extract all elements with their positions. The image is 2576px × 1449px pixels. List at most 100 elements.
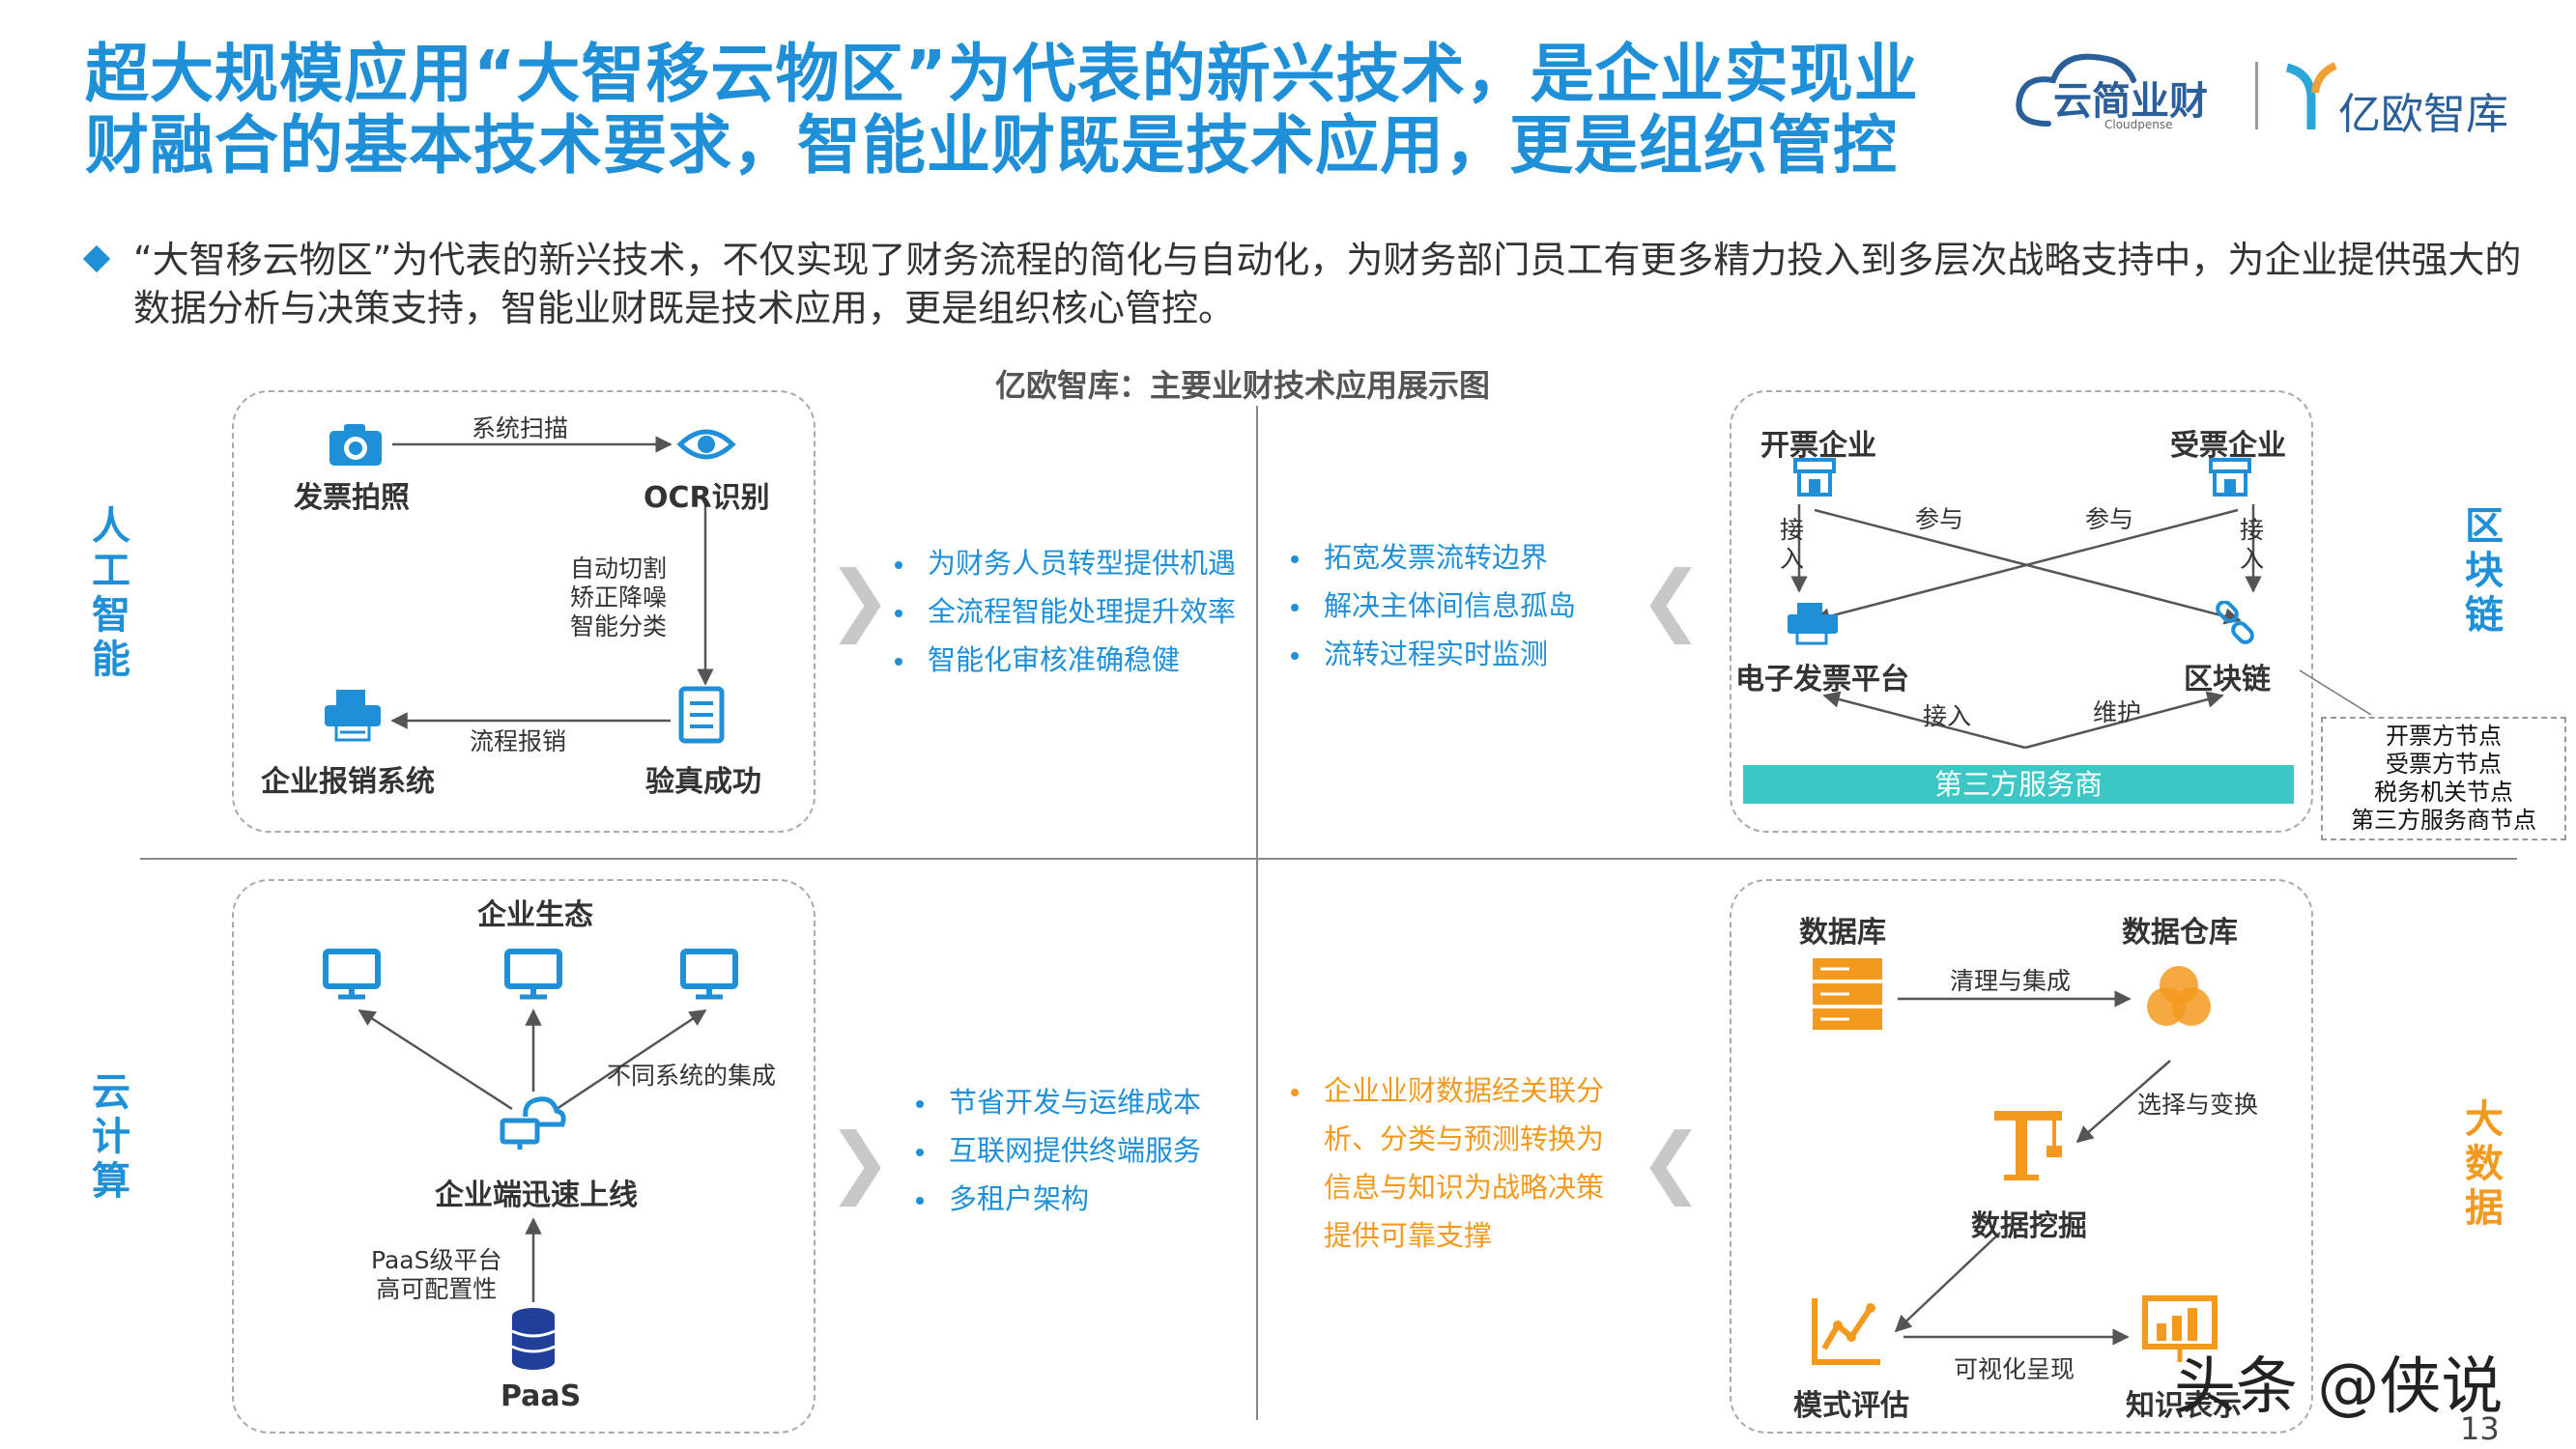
- line-chart-icon: [1812, 1298, 1880, 1365]
- ai-benefits: 为财务人员转型提供机遇 全流程智能处理提升效率 智能化审核准确稳健: [895, 539, 1236, 684]
- node-type: 第三方服务商节点: [2351, 807, 2536, 834]
- figure-title: 亿欧智库：主要业财技术应用展示图: [995, 367, 1491, 404]
- crane-icon: [1994, 1111, 2062, 1180]
- node-types-box: 开票方节点 受票方节点 税务机关节点 第三方服务商节点: [2321, 717, 2566, 840]
- bigdata-benefits: 企业业财数据经关联分 析、分类与预测转换为 信息与知识为战略决策 提供可靠支撑: [1291, 1066, 1604, 1260]
- edge-paas-note-2: 高可配置性: [376, 1275, 498, 1303]
- bigdata-benefit-line: 信息与知识为战略决策: [1291, 1163, 1604, 1211]
- node-receiver: 受票企业: [2170, 429, 2286, 463]
- node-reimbursement-system: 企业报销系统: [261, 765, 435, 799]
- ai-benefit-item: 智能化审核准确稳健: [895, 636, 1236, 684]
- ai-benefit-item: 全流程智能处理提升效率: [895, 587, 1236, 636]
- node-data-warehouse: 数据仓库: [2122, 916, 2238, 950]
- node-type: 税务机关节点: [2374, 779, 2513, 806]
- bigdata-panel: [1730, 879, 2313, 1434]
- intro-paragraph: “大智移云物区”为代表的新兴技术，不仅实现了财务流程的简化与自动化，为财务部门员…: [133, 239, 2522, 329]
- camera-icon: [329, 424, 382, 466]
- ai-benefit-item: 为财务人员转型提供机遇: [895, 539, 1236, 587]
- edge-paas-note: PaaS级平台 高可配置性: [371, 1246, 501, 1304]
- node-database: 数据库: [1799, 916, 1886, 950]
- bigdata-benefit-text: 企业业财数据经关联分: [1324, 1074, 1605, 1107]
- node-invoice-photo: 发票拍照: [294, 481, 410, 515]
- edge-process-reimburse: 流程报销: [470, 727, 567, 755]
- blockchain-benefits: 拓宽发票流转边界 解决主体间信息孤岛 流转过程实时监测: [1291, 533, 1576, 678]
- edge-access: 接入: [1923, 702, 1972, 730]
- cloud-panel: [232, 879, 816, 1434]
- edge-auto-cut: 自动切割 矫正降噪 智能分类: [570, 554, 667, 641]
- chain-link-icon: [2216, 601, 2254, 644]
- cloud-benefit-item: 互联网提供终端服务: [916, 1126, 1201, 1175]
- node-verified: 验真成功: [645, 765, 761, 799]
- edge-join-left: 接入: [1780, 516, 1805, 573]
- horizontal-divider: [140, 858, 2517, 860]
- edge-participate-2: 参与: [2085, 505, 2134, 533]
- bigdata-benefit-line: 企业业财数据经关联分: [1291, 1066, 1604, 1115]
- edge-system-scan: 系统扫描: [472, 414, 569, 442]
- blockchain-benefit-text: 流转过程实时监测: [1324, 638, 1549, 670]
- blockchain-label: 区块链: [2465, 504, 2504, 638]
- logo-divider: [2255, 62, 2258, 129]
- bigdata-benefit-text: 析、分类与预测转换为: [1324, 1122, 1605, 1155]
- blockchain-benefit-item: 拓宽发票流转边界: [1291, 533, 1576, 582]
- node-fast-launch: 企业端迅速上线: [435, 1179, 638, 1212]
- node-knowledge-repr: 知识表示: [2126, 1389, 2242, 1423]
- warehouse-venn-icon: [2147, 966, 2211, 1026]
- cloud-benefit-text: 多租户架构: [949, 1182, 1090, 1215]
- chevron-left-icon: ❮: [1639, 554, 1704, 644]
- node-pattern-eval: 模式评估: [1793, 1389, 1909, 1423]
- printer-icon: [325, 690, 381, 742]
- cloud-computer-icon: [500, 1096, 566, 1150]
- cloud-benefit-text: 互联网提供终端服务: [949, 1134, 1202, 1167]
- cloud-benefits: 节省开发与运维成本 互联网提供终端服务 多租户架构: [916, 1078, 1201, 1223]
- node-e-invoice-platform: 电子发票平台: [1735, 663, 1909, 696]
- server-icon: [1813, 958, 1882, 1030]
- blockchain-panel: [1730, 390, 2313, 833]
- third-party-bar: 第三方服务商: [1743, 765, 2294, 804]
- database-icon: [511, 1308, 556, 1370]
- node-type: 开票方节点: [2386, 723, 2502, 750]
- node-issuer: 开票企业: [1760, 429, 1876, 463]
- cloud-benefit-item: 节省开发与运维成本: [916, 1078, 1201, 1126]
- edge-maintain: 维护: [2093, 698, 2142, 726]
- checklist-icon: [678, 686, 725, 744]
- edge-paas-note-1: PaaS级平台: [371, 1246, 502, 1274]
- node-type: 受票方节点: [2386, 751, 2502, 778]
- node-data-mining: 数据挖掘: [1971, 1209, 2087, 1243]
- blockchain-benefit-item: 解决主体间信息孤岛: [1291, 582, 1576, 630]
- bigdata-benefit-line: 析、分类与预测转换为: [1291, 1115, 1604, 1163]
- eye-icon: [676, 429, 736, 460]
- node-ocr: OCR识别: [644, 481, 770, 515]
- cloud-logo-icon: [2016, 53, 2136, 127]
- yun-logo-sub: Cloudpense: [2104, 118, 2173, 131]
- node-ecosystem: 企业生态: [477, 898, 593, 932]
- monitor-icon: [323, 949, 381, 1000]
- blockchain-benefit-text: 拓宽发票流转边界: [1324, 541, 1549, 574]
- vertical-divider: [1256, 406, 1258, 1420]
- watermark: 头条 @侠说: [2174, 1351, 2504, 1423]
- edge-select-transform: 选择与变换: [2137, 1091, 2259, 1119]
- shop-icon: [2209, 458, 2251, 497]
- ai-benefit-text: 智能化审核准确稳健: [928, 643, 1181, 676]
- edge-clean-integrate: 清理与集成: [1950, 967, 2072, 995]
- ai-label: 人工智能: [92, 504, 130, 682]
- bigdata-label: 大数据: [2465, 1097, 2504, 1231]
- page-title: 超大规模应用“大智移云物区”为代表的新兴技术，是企业实现业财融合的基本技术要求，…: [85, 37, 1919, 183]
- node-blockchain: 区块链: [2184, 663, 2271, 696]
- bigdata-benefit-text: 提供可靠支撑: [1324, 1219, 1493, 1252]
- chevron-right-icon: ❯: [827, 554, 893, 644]
- edge-auto-cut-3: 智能分类: [570, 612, 668, 640]
- presentation-board-icon: [2142, 1295, 2218, 1362]
- bigdata-benefit-text: 信息与知识为战略决策: [1324, 1171, 1605, 1204]
- ai-panel: [232, 390, 816, 833]
- edge-integration: 不同系统的集成: [607, 1062, 777, 1090]
- cloud-benefit-text: 节省开发与运维成本: [949, 1086, 1202, 1119]
- ai-benefit-text: 为财务人员转型提供机遇: [928, 547, 1237, 580]
- bigdata-benefit-line: 提供可靠支撑: [1291, 1211, 1604, 1260]
- monitor-icon: [504, 949, 562, 1000]
- edge-visualize: 可视化呈现: [1954, 1355, 2075, 1383]
- yun-logo-text: 云简业财: [2053, 79, 2208, 124]
- yiou-logo-icon: [2285, 62, 2337, 129]
- cloud-benefit-item: 多租户架构: [916, 1175, 1201, 1223]
- edge-auto-cut-2: 矫正降噪: [570, 583, 668, 611]
